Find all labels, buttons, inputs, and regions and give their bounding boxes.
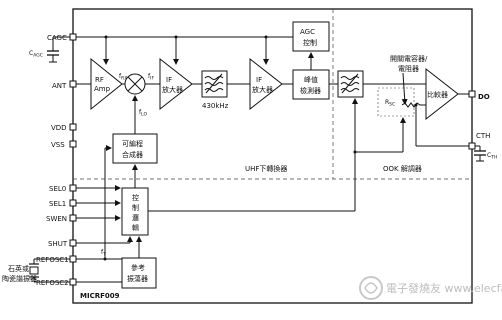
if-amp-2-block — [249, 57, 283, 111]
crystal-resonator-icon — [29, 258, 70, 283]
pin-sel0 — [69, 184, 77, 192]
if-amp-2-label-2: 放大器 — [252, 85, 273, 94]
agc-label-1: AGC — [300, 28, 315, 36]
pin-do-label: DO — [478, 93, 490, 101]
rf-amp-label-1: RF — [95, 76, 104, 84]
agc-label-2: 控制 — [303, 38, 317, 47]
pin-cth — [468, 142, 476, 150]
pin-shut — [69, 239, 77, 247]
pin-refosc2 — [69, 278, 77, 286]
crystal-label-2: 陶瓷諧振器 — [2, 274, 37, 283]
pin-vss-label: VSS — [51, 141, 65, 149]
flo-label: fLO — [139, 109, 147, 118]
watermark-text: 電子發燒友 www.elecfans.com — [386, 281, 502, 295]
peak-detector-label-2: 檢測器 — [300, 86, 321, 95]
pin-sel1-label: SEL1 — [49, 200, 66, 208]
ref-osc-label-1: 參考 — [131, 263, 145, 272]
pin-shut-label: SHUT — [48, 240, 68, 248]
rf-amp-label-2: Amp — [94, 85, 111, 93]
pin-ant-label: ANT — [52, 82, 67, 90]
rf-amp-block — [90, 57, 123, 111]
ref-osc-label-2: 振蕩器 — [127, 274, 148, 283]
bandpass-filter-1 — [201, 70, 228, 98]
pin-vdd-label: VDD — [51, 124, 67, 132]
pin-refosc1-label: REFOSC1 — [36, 256, 69, 264]
pin-refosc2-label: REFOSC2 — [36, 279, 69, 287]
synthesizer-label-2: 合成器 — [122, 150, 143, 159]
pin-swen — [69, 214, 77, 222]
rsc-label: RSC — [385, 99, 395, 108]
pin-cagc-label: CAGC — [47, 34, 67, 42]
crystal-label-1: 石英或 — [8, 264, 29, 273]
watermark-logo-icon — [359, 276, 383, 300]
rsc-resistor-box — [377, 87, 415, 117]
pin-vss — [69, 140, 77, 148]
peak-detector-label-1: 峰值 — [304, 75, 318, 84]
pin-sel0-label: SEL0 — [49, 185, 66, 193]
fif-label: fIF — [148, 73, 154, 82]
agc-control-block — [292, 21, 330, 52]
control-logic-label-4: 輯 — [132, 224, 139, 232]
if-amp-2-label-1: IF — [256, 76, 262, 84]
rsc-resistor-icon — [401, 102, 426, 108]
section-ook-demod-label: OOK 解調器 — [383, 164, 422, 173]
section-uhf-converter-label: UHF下轉換器 — [245, 164, 287, 173]
pin-cagc — [69, 33, 77, 41]
mixer-icon — [124, 73, 146, 95]
chip-name-label: MICRF009 — [80, 292, 120, 300]
reference-oscillator-block — [121, 257, 157, 289]
switch-cap-label-1: 開關電容器/ — [390, 54, 428, 63]
cth-cap-label: CTH — [487, 152, 497, 161]
chip-outline — [72, 8, 473, 304]
ft-label: fT — [101, 249, 106, 258]
control-logic-label-2: 制 — [132, 203, 139, 212]
control-logic-label-3: 邏 — [132, 213, 139, 222]
peak-detector-block — [292, 69, 330, 100]
switch-cap-label-2: 電阻器 — [398, 64, 419, 73]
pin-sel1 — [69, 199, 77, 207]
cagc-cap-label: CAGC — [29, 50, 43, 59]
synthesizer-label-1: 可編程 — [122, 139, 143, 148]
if-amp-1-label-1: IF — [166, 76, 172, 84]
filter-frequency-label: 430kHz — [202, 102, 229, 110]
pin-ant — [69, 80, 77, 88]
pin-cth-label: CTH — [476, 132, 490, 140]
pin-do — [468, 90, 476, 98]
bandpass-filter-2 — [337, 70, 364, 98]
if-amp-1-label-2: 放大器 — [162, 85, 183, 94]
frx-label: fRX — [119, 73, 127, 82]
pin-swen-label: SWEN — [46, 215, 67, 223]
control-logic-label-1: 控 — [132, 193, 139, 202]
if-amp-1-block — [159, 57, 193, 111]
comparator-block — [425, 67, 459, 121]
pin-refosc1 — [69, 255, 77, 263]
pin-vdd — [69, 123, 77, 131]
comparator-label: 比較器 — [427, 90, 448, 99]
